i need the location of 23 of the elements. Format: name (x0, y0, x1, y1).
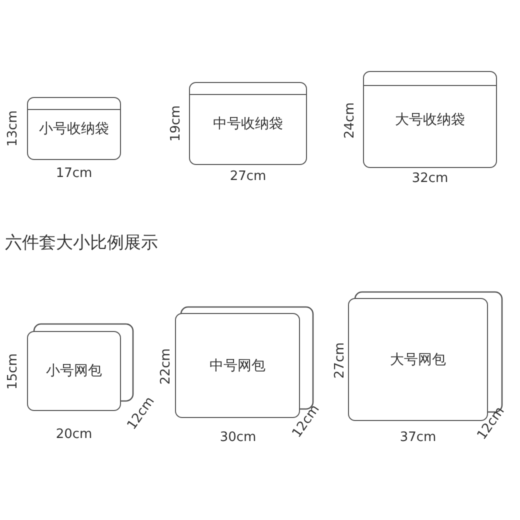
storage-bag (189, 82, 307, 165)
bag-label: 小号收纳袋 (39, 120, 109, 138)
section-heading: 六件套大小比例展示 (5, 235, 158, 252)
bag-label: 大号网包 (390, 350, 446, 368)
bag-label: 大号收纳袋 (395, 110, 465, 128)
bag-label: 中号网包 (210, 356, 266, 374)
dimension-label: 20cm (56, 428, 92, 440)
dimension-label: 17cm (56, 166, 92, 180)
mesh-bag (27, 331, 121, 411)
dimension-label: 37cm (400, 430, 436, 444)
dimension-label: 19cm (170, 104, 182, 142)
bag-label: 中号收纳袋 (213, 114, 283, 132)
dimension-label: 27cm (230, 170, 266, 182)
dimension-label: 13cm (6, 110, 20, 146)
storage-bag (363, 71, 497, 168)
dimension-label: 22cm (160, 348, 172, 384)
dimension-label: 32cm (412, 172, 448, 184)
dimension-label: 30cm (220, 430, 256, 444)
bag-label: 小号网包 (46, 362, 102, 380)
storage-bag (27, 97, 121, 160)
dimension-label: 27cm (334, 342, 346, 378)
dimension-label: 15cm (6, 352, 20, 390)
dimension-label: 24cm (344, 102, 356, 138)
